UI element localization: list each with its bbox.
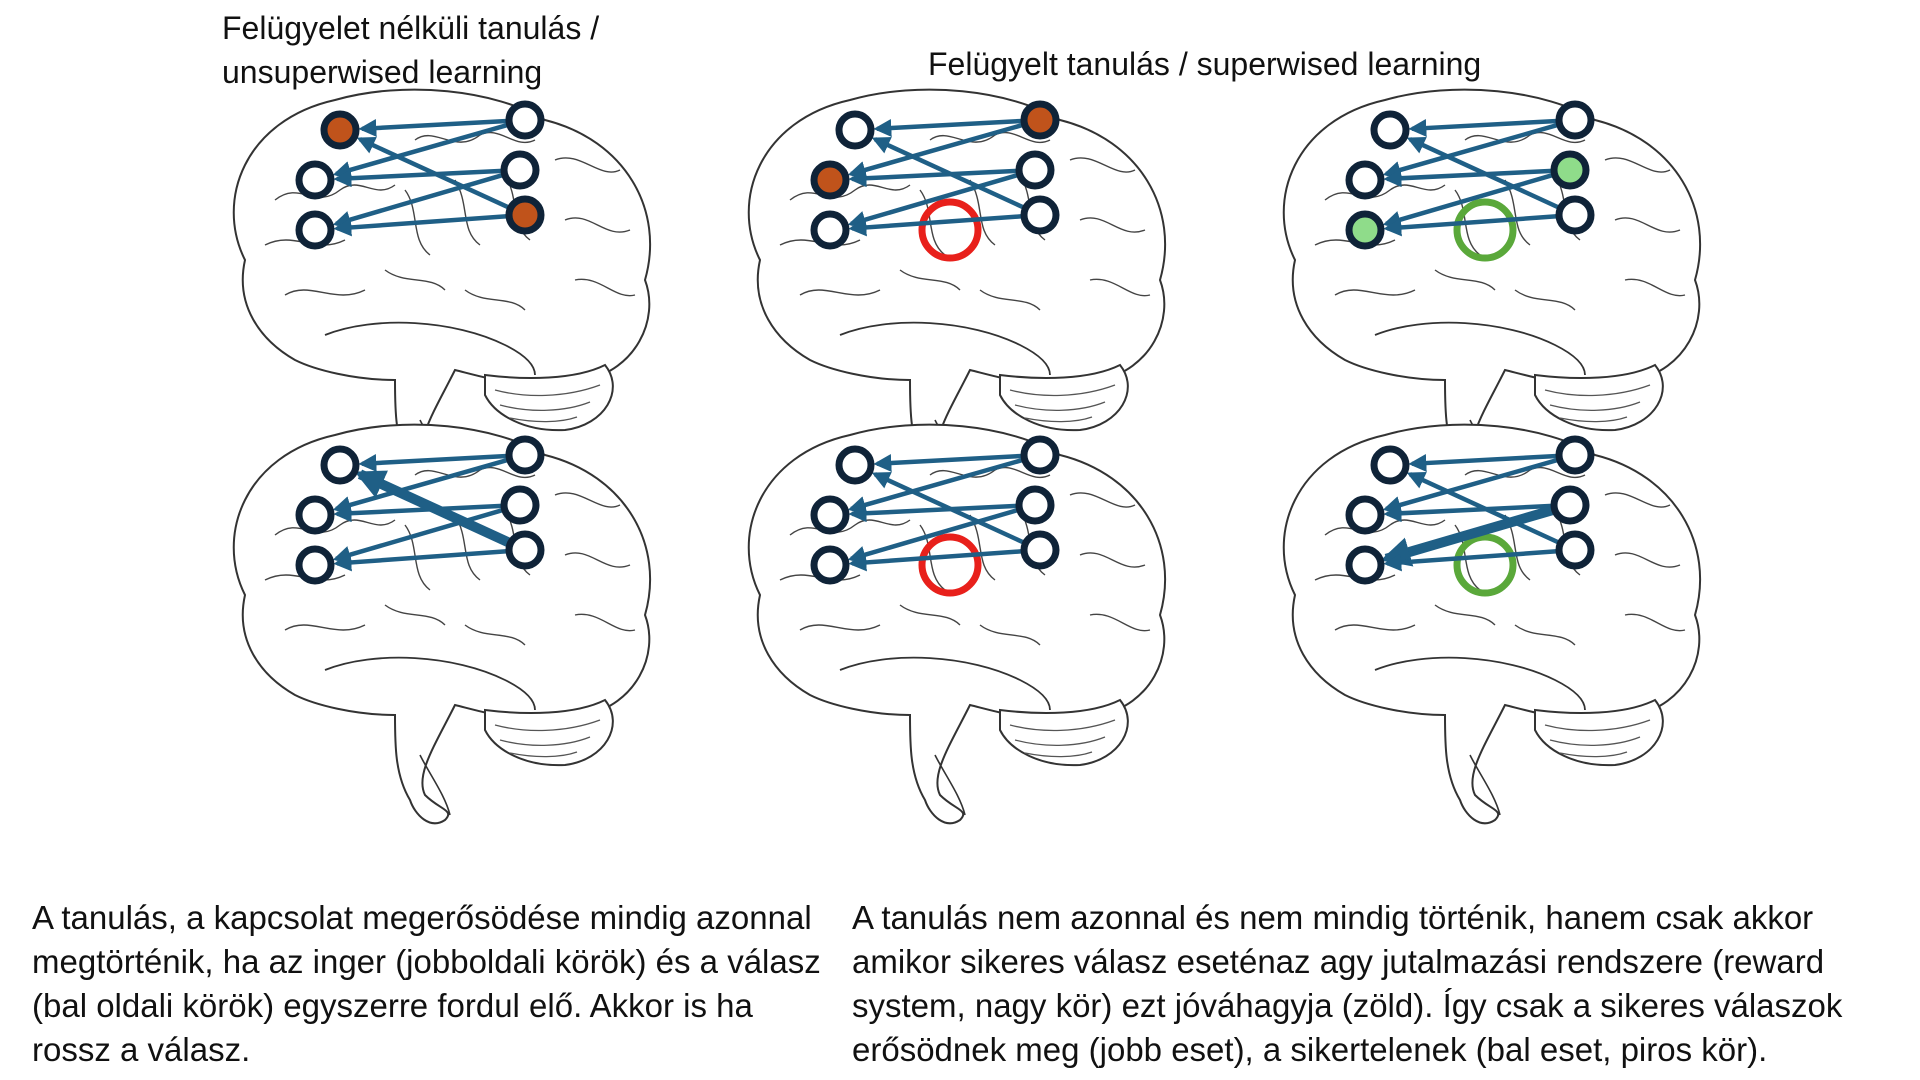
unsupervised-title-line-1: Felügyelet nélküli tanulás / [222,10,600,46]
neuron-circle-icon-L1 [1370,110,1410,150]
neuron-circle-icon-L3 [1345,210,1385,250]
connection-arrow-R1-L1 [1408,453,1558,473]
connection-arrow-R1-L1 [358,453,508,473]
connection-arrow-R1-L2 [332,457,509,514]
supervised-title: Felügyelt tanulás / superwised learning [928,46,1482,82]
connection-arrow-R1-L2 [1382,457,1559,514]
connection-arrow-R3-L1 [356,137,510,210]
unsupervised-title: Felügyelet nélküli tanulás / unsuperwise… [222,6,599,94]
neuron-circle-icon-L3 [1345,545,1385,585]
panels-root [232,88,1702,825]
reward-system-circle-icon [918,533,982,597]
connection-arrow-R3-L3 [333,214,508,237]
connection-arrow-R3-L3 [848,549,1023,572]
connection-arrow-R3-L3 [1383,214,1558,237]
neuron-circle-icon-R3 [1555,530,1595,570]
connection-arrow-R2-L3 [1380,505,1555,567]
brain-panel-supervised-success-after [1282,423,1702,825]
neuron-circle-icon-R1 [1555,435,1595,475]
neuron-circle-icon-R2 [500,150,540,190]
connection-arrow-R3-L3 [1383,549,1558,572]
brain-panel-supervised-success-before [1282,88,1702,490]
connection-arrow-R1-L1 [358,118,508,138]
brain-panel-supervised-fail-before [747,88,1167,490]
neuron-circle-icon-R2 [1015,485,1055,525]
neuron-circle-icon-L1 [320,445,360,485]
neuron-circle-icon-L2 [295,495,335,535]
neuron-circle-icon-R3 [1555,195,1595,235]
reward-system-circle-icon [1453,533,1517,597]
connection-arrow-R3-L1 [871,472,1025,545]
connection-arrow-R2-L3 [847,507,1019,564]
neuron-circle-icon-R3 [1020,530,1060,570]
connection-arrow-R2-L3 [332,507,504,564]
reward-system-circle-icon [918,198,982,262]
neuron-circle-icon-L2 [295,160,335,200]
connection-arrow-R1-L1 [873,118,1023,138]
caption-supervised: A tanulás nem azonnal és nem mindig tört… [852,899,1843,1068]
neuron-circle-icon-R1 [1020,100,1060,140]
connection-arrow-R2-L2 [1383,168,1553,188]
neuron-circle-icon-R2 [1550,150,1590,190]
connection-arrow-R3-L1 [871,137,1025,210]
connection-arrow-R1-L2 [1382,122,1559,179]
connection-arrow-R1-L1 [1408,118,1558,138]
unsupervised-title-line-2: unsuperwised learning [222,54,543,90]
neuron-circle-icon-L1 [835,110,875,150]
connection-arrow-R2-L2 [333,503,503,523]
neuron-circle-icon-L2 [1345,160,1385,200]
caption-unsupervised: A tanulás, a kapcsolat megerősödése mind… [32,899,821,1068]
connection-arrow-R3-L1 [1406,472,1560,545]
connection-arrow-R2-L2 [333,168,503,188]
reward-system-circle-icon [1453,198,1517,262]
connection-arrow-R3-L1 [1406,137,1560,210]
connection-arrow-R2-L2 [848,503,1018,523]
neuron-circle-icon-R2 [1015,150,1055,190]
neuron-circle-icon-R1 [505,100,545,140]
connection-arrow-R1-L2 [847,457,1024,514]
connection-arrow-R1-L2 [847,122,1024,179]
neuron-circle-icon-R1 [505,435,545,475]
brain-panel-unsupervised-after [232,423,652,825]
neuron-circle-icon-L3 [810,210,850,250]
learning-diagram [232,88,1702,825]
brain-panel-unsupervised-before [232,88,652,490]
brain-panel-supervised-fail-after [747,423,1167,825]
brain-outline-icon [1282,423,1702,825]
connection-arrow-R3-L1 [354,469,511,548]
connection-arrow-R1-L1 [873,453,1023,473]
neuron-circle-icon-L1 [835,445,875,485]
neuron-circle-icon-R3 [1020,195,1060,235]
neuron-circle-icon-L3 [295,210,335,250]
neuron-circle-icon-R1 [1555,100,1595,140]
connection-arrow-R3-L3 [333,549,508,572]
connection-arrow-R2-L3 [847,172,1019,229]
brain-outline-icon [232,423,652,825]
neuron-circle-icon-R2 [500,485,540,525]
neuron-circle-icon-L2 [810,495,850,535]
neuron-circle-icon-L3 [810,545,850,585]
neuron-circle-icon-R2 [1550,485,1590,525]
connection-arrow-R2-L2 [1383,503,1553,523]
neuron-circle-icon-L2 [810,160,850,200]
brain-outline-icon [747,423,1167,825]
connection-arrow-R2-L3 [1382,172,1554,229]
neuron-circle-icon-R1 [1020,435,1060,475]
connection-arrow-R3-L3 [848,214,1023,237]
neuron-circle-icon-L2 [1345,495,1385,535]
connection-arrow-R2-L2 [848,168,1018,188]
connection-arrow-R2-L3 [332,172,504,229]
neuron-circle-icon-R3 [505,530,545,570]
neuron-circle-icon-L3 [295,545,335,585]
neuron-circle-icon-L1 [1370,445,1410,485]
connection-arrow-R1-L2 [332,122,509,179]
neuron-circle-icon-L1 [320,110,360,150]
neuron-circle-icon-R3 [505,195,545,235]
